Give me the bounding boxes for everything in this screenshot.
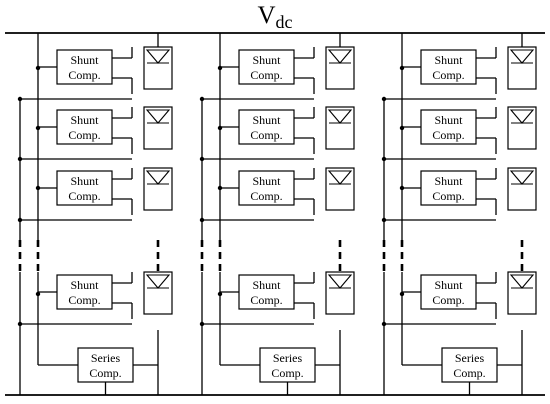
junction-dot <box>199 217 205 223</box>
shunt-comp-box <box>238 170 295 206</box>
shunt-comp-box <box>56 49 113 85</box>
shunt-comp-box <box>238 49 295 85</box>
pv-panel <box>325 271 355 315</box>
pv-panel <box>507 271 537 315</box>
shunt-box-label: Comp. <box>68 68 100 82</box>
series-box-label: Comp. <box>271 366 303 380</box>
shunt-box-label: Shunt <box>252 113 281 127</box>
vdc-main: V <box>257 2 276 29</box>
shunt-box-label: Comp. <box>432 189 464 203</box>
shunt-box-label: Shunt <box>70 278 99 292</box>
shunt-box-label: Comp. <box>68 189 100 203</box>
shunt-comp-box <box>238 109 295 145</box>
junction-dot <box>17 321 23 327</box>
junction-dot <box>17 156 23 162</box>
shunt-comp-box <box>56 170 113 206</box>
vdc-label: Vdc <box>0 0 550 32</box>
series-box-label: Series <box>273 351 303 365</box>
shunt-box-label: Comp. <box>250 189 282 203</box>
junction-dot <box>199 321 205 327</box>
junction-dot <box>381 96 387 102</box>
pv-panel <box>325 106 355 150</box>
pv-panel <box>325 46 355 90</box>
shunt-box-label: Shunt <box>252 53 281 67</box>
shunt-box-label: Shunt <box>252 174 281 188</box>
pv-cell-symbol <box>145 109 171 124</box>
pv-panel <box>143 46 173 90</box>
shunt-box-label: Comp. <box>68 128 100 142</box>
series-box-label: Comp. <box>89 366 121 380</box>
pv-cell-symbol <box>145 49 171 64</box>
shunt-box-label: Comp. <box>250 68 282 82</box>
shunt-box-label: Comp. <box>432 293 464 307</box>
junction-dot <box>381 217 387 223</box>
pv-panel <box>507 167 537 211</box>
series-box-label: Comp. <box>453 366 485 380</box>
pv-cell-symbol <box>327 49 353 64</box>
junction-dot <box>17 217 23 223</box>
pv-cell-symbol <box>327 109 353 124</box>
pv-cell-symbol <box>509 109 535 124</box>
shunt-box-label: Comp. <box>250 293 282 307</box>
pv-panel <box>507 106 537 150</box>
pv-panel <box>143 167 173 211</box>
junction-dot <box>199 156 205 162</box>
junction-dot <box>381 156 387 162</box>
pv-panel <box>325 167 355 211</box>
pv-panel <box>143 271 173 315</box>
pv-cell-symbol <box>145 274 171 289</box>
pv-cell-symbol <box>327 170 353 185</box>
shunt-box-label: Shunt <box>434 53 463 67</box>
pv-cell-symbol <box>509 170 535 185</box>
shunt-box-label: Shunt <box>434 174 463 188</box>
pv-cell-symbol <box>145 170 171 185</box>
pv-cell-symbol <box>509 49 535 64</box>
shunt-box-label: Comp. <box>250 128 282 142</box>
junction-dot <box>17 96 23 102</box>
pv-panel <box>507 46 537 90</box>
shunt-box-label: Shunt <box>70 53 99 67</box>
shunt-comp-box <box>420 274 477 310</box>
shunt-box-label: Comp. <box>432 128 464 142</box>
junction-dot <box>217 291 223 297</box>
shunt-box-label: Shunt <box>434 278 463 292</box>
shunt-box-label: Shunt <box>70 113 99 127</box>
junction-dot <box>399 291 405 297</box>
junction-dot <box>199 96 205 102</box>
pv-cell-symbol <box>327 274 353 289</box>
vdc-subscript: dc <box>275 12 293 32</box>
pv-cell-symbol <box>509 274 535 289</box>
shunt-box-label: Comp. <box>432 68 464 82</box>
series-box-label: Series <box>91 351 121 365</box>
shunt-box-label: Comp. <box>68 293 100 307</box>
junction-dot <box>381 321 387 327</box>
shunt-box-label: Shunt <box>252 278 281 292</box>
junction-dot <box>35 291 41 297</box>
pv-panel <box>143 106 173 150</box>
series-box-label: Series <box>455 351 485 365</box>
shunt-box-label: Shunt <box>434 113 463 127</box>
shunt-comp-box <box>56 274 113 310</box>
shunt-box-label: Shunt <box>70 174 99 188</box>
